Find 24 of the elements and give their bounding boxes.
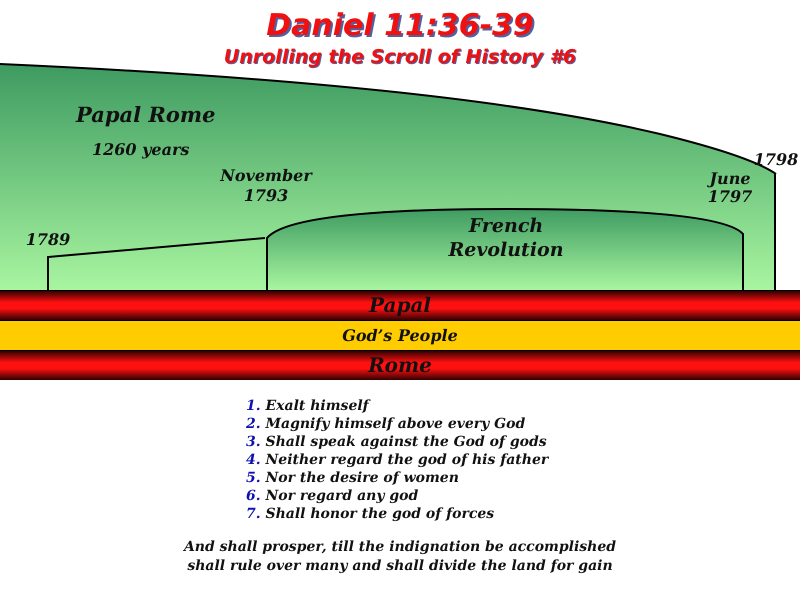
area-title: Papal Rome xyxy=(76,102,216,127)
band-text: Rome xyxy=(366,353,433,377)
subtitle: Unrolling the Scroll of History #6 xyxy=(222,46,578,68)
list-item: 3. Shall speak against the God of gods xyxy=(246,434,547,450)
band-text: God’s People xyxy=(341,326,459,345)
dome-title: French Revolution xyxy=(447,214,565,262)
note-text: And shall prosper, till the indignation be accomplished shall rule over many and shall divide the land for gain xyxy=(182,538,618,576)
papal-band xyxy=(0,290,800,320)
title: Daniel 11:36-39 xyxy=(265,8,535,43)
rome-band xyxy=(0,350,800,380)
list-item: 5. Nor the desire of women xyxy=(246,470,459,486)
date-label: 1789 xyxy=(24,230,72,250)
date-label: June 1797 xyxy=(706,170,754,206)
date-label: 1798 xyxy=(752,150,800,170)
list-item: 1. Exalt himself xyxy=(246,398,369,414)
list-item: 4. Neither regard the god of his father xyxy=(246,452,548,468)
band-text: Papal xyxy=(368,293,432,317)
duration-text: 1260 years xyxy=(92,140,190,159)
date-label: November 1793 xyxy=(218,166,314,206)
people-band xyxy=(0,320,800,350)
revolution-dome xyxy=(266,208,746,290)
list-item: 2. Magnify himself above every God xyxy=(246,416,526,432)
list-item: 7. Shall honor the god of forces xyxy=(246,506,494,522)
list-item: 6. Nor regard any god xyxy=(246,488,418,504)
